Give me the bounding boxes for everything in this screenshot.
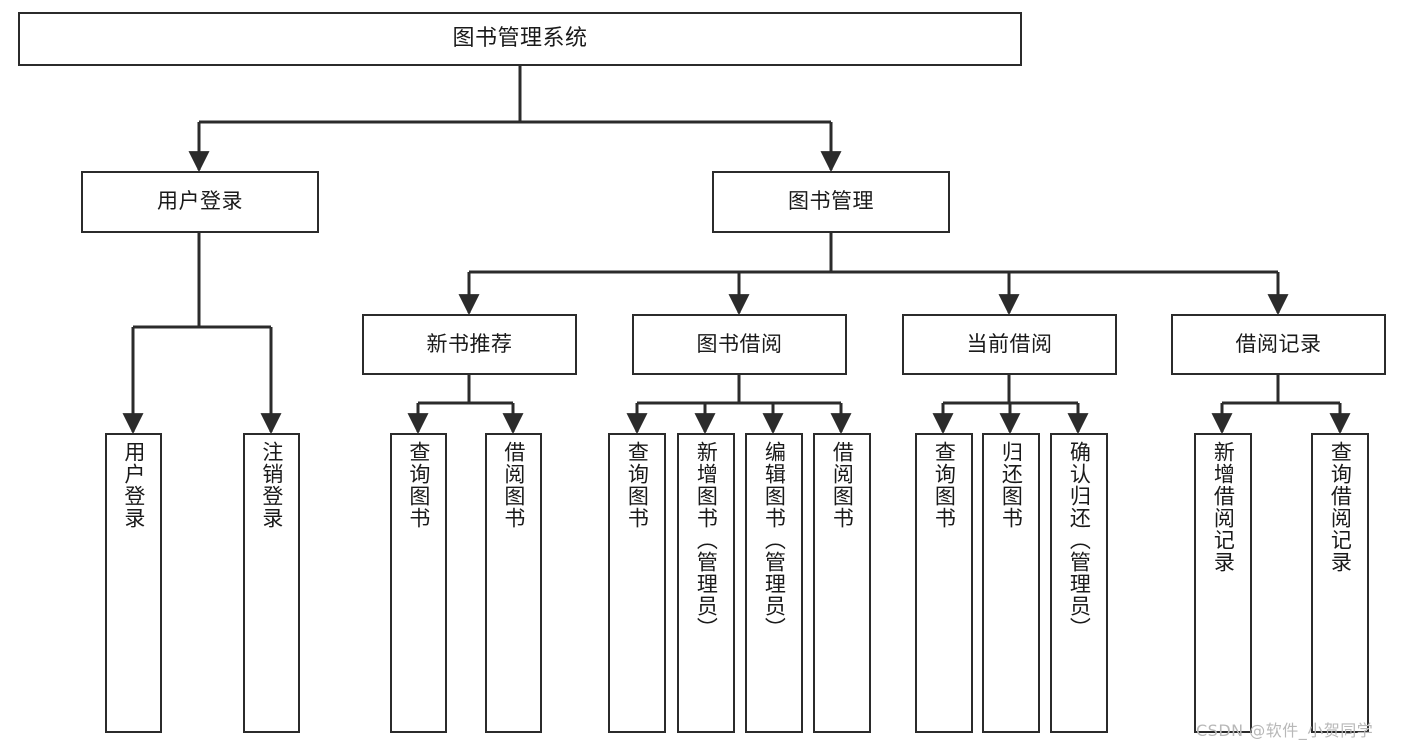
node-label: 借阅图书 — [830, 441, 855, 529]
leaf-user-login-signout[interactable]: 注销登录 — [243, 433, 300, 733]
leaf-user-login-signin[interactable]: 用户登录 — [105, 433, 162, 733]
node-label: 用户登录 — [121, 441, 146, 529]
leaf-book-borrow-add-book-admin[interactable]: 新增图书（管理员） — [677, 433, 735, 733]
node-label: 新书推荐 — [426, 331, 513, 356]
node-label: 新增借阅记录 — [1211, 441, 1236, 573]
node-book-borrowing[interactable]: 图书借阅 — [632, 314, 847, 375]
node-label: 用户登录 — [157, 189, 243, 214]
node-label: 借阅记录 — [1235, 331, 1322, 356]
node-label: 当前借阅 — [966, 331, 1053, 356]
node-label: 查询图书 — [625, 441, 650, 529]
node-borrow-records[interactable]: 借阅记录 — [1171, 314, 1386, 375]
leaf-book-borrow-query-books[interactable]: 查询图书 — [608, 433, 666, 733]
node-label: 借阅图书 — [501, 441, 526, 529]
node-label: 图书借阅 — [696, 331, 783, 356]
node-label: 查询图书 — [932, 441, 957, 529]
leaf-book-borrow-borrow-books[interactable]: 借阅图书 — [813, 433, 871, 733]
node-label: 新增图书（管理员） — [694, 441, 719, 639]
node-book-management[interactable]: 图书管理 — [712, 171, 950, 233]
node-label: 查询图书 — [406, 441, 431, 529]
leaf-current-borrow-query-books[interactable]: 查询图书 — [915, 433, 973, 733]
node-label: 归还图书 — [999, 441, 1024, 529]
node-root-book-management-system[interactable]: 图书管理系统 — [18, 12, 1022, 66]
node-label: 编辑图书（管理员） — [762, 441, 787, 639]
node-current-borrowing[interactable]: 当前借阅 — [902, 314, 1117, 375]
node-label: 注销登录 — [259, 441, 284, 529]
leaf-new-book-query-books[interactable]: 查询图书 — [390, 433, 447, 733]
leaf-borrow-records-query-record[interactable]: 查询借阅记录 — [1311, 433, 1369, 733]
node-user-login[interactable]: 用户登录 — [81, 171, 319, 233]
node-label: 查询借阅记录 — [1328, 441, 1353, 573]
leaf-current-borrow-confirm-return-admin[interactable]: 确认归还（管理员） — [1050, 433, 1108, 733]
node-new-book-recommendation[interactable]: 新书推荐 — [362, 314, 577, 375]
leaf-current-borrow-return-books[interactable]: 归还图书 — [982, 433, 1040, 733]
node-label: 确认归还（管理员） — [1067, 441, 1092, 639]
leaf-book-borrow-edit-book-admin[interactable]: 编辑图书（管理员） — [745, 433, 803, 733]
leaf-borrow-records-add-record[interactable]: 新增借阅记录 — [1194, 433, 1252, 733]
node-label: 图书管理 — [788, 189, 874, 214]
node-label: 图书管理系统 — [452, 25, 588, 51]
leaf-new-book-borrow-books[interactable]: 借阅图书 — [485, 433, 542, 733]
